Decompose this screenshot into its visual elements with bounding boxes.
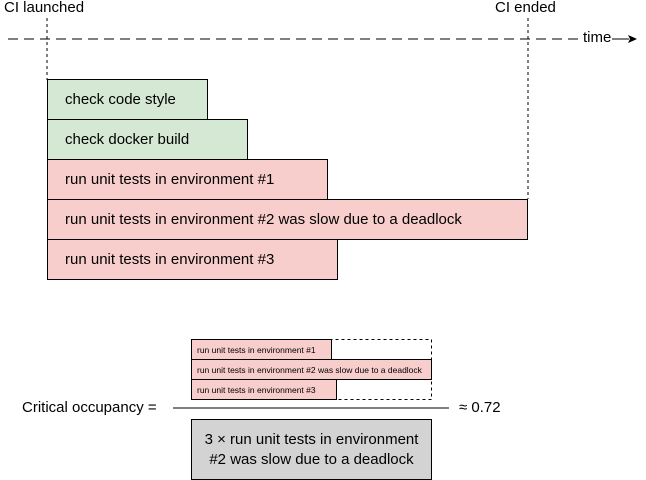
time-arrowhead-icon (628, 35, 637, 43)
numerator-bar-env1: run unit tests in environment #1 (191, 339, 332, 360)
occupancy-result: ≈ 0.72 (459, 399, 501, 416)
critical-occupancy-label: Critical occupancy = (22, 399, 157, 416)
task-label: run unit tests in environment #2 was slo… (65, 211, 462, 228)
task-label: run unit tests in environment #3 (65, 251, 275, 268)
ci-launched-label: CI launched (4, 0, 85, 16)
task-bar-unit-tests-env1: run unit tests in environment #1 (47, 159, 328, 200)
time-axis-label: time (582, 29, 613, 46)
task-bar-docker-build: check docker build (47, 119, 248, 160)
task-bar-unit-tests-env2: run unit tests in environment #2 was slo… (47, 199, 528, 240)
numerator-label: run unit tests in environment #3 (197, 384, 316, 395)
task-label: check code style (65, 91, 176, 108)
task-label: check docker build (65, 131, 190, 148)
task-bar-unit-tests-env3: run unit tests in environment #3 (47, 239, 338, 280)
task-bar-code-style: check code style (47, 79, 208, 120)
task-label: run unit tests in environment #1 (65, 171, 275, 188)
denominator-box: 3 × run unit tests in environment #2 was… (191, 419, 432, 480)
numerator-label: run unit tests in environment #2 was slo… (197, 364, 422, 375)
denominator-label: 3 × run unit tests in environment #2 was… (204, 430, 419, 468)
numerator-label: run unit tests in environment #1 (197, 344, 316, 355)
ci-ended-label: CI ended (495, 0, 556, 16)
numerator-bar-env3: run unit tests in environment #3 (191, 379, 337, 400)
numerator-bar-env2: run unit tests in environment #2 was slo… (191, 359, 432, 380)
